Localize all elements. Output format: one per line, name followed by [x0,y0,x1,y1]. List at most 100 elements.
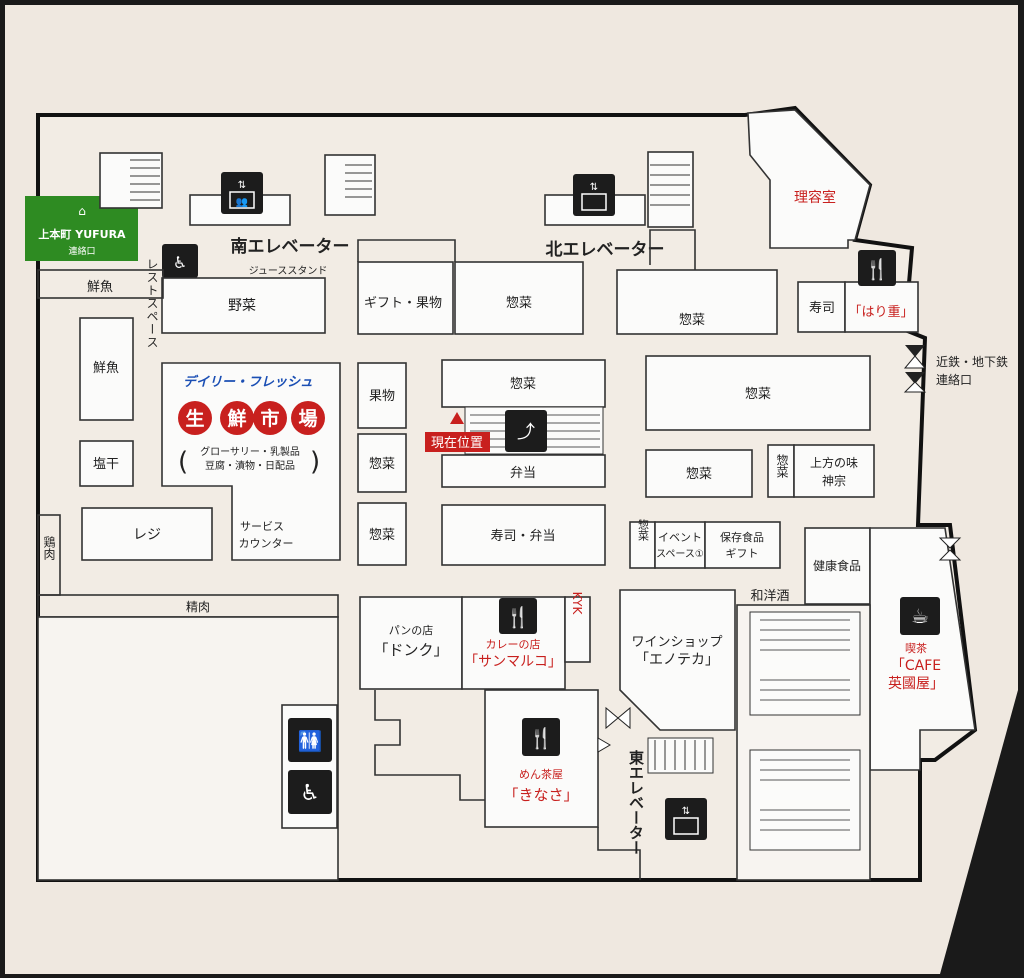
cafe-exit-icon [938,537,962,561]
kamigata-area[interactable] [793,444,875,498]
noodle-restaurant-icon [522,718,560,756]
souzai-ne-area[interactable] [616,269,778,335]
yufura-logo-icon: ⌂ [78,204,86,218]
svg-text:現在位置: 現在位置 [431,436,483,451]
cafe-icon [900,597,940,635]
kintetsu-label-1: 近鉄・地下鉄 [936,354,1008,369]
current-location-marker [450,412,464,424]
north-elevator-icon [573,174,615,216]
svg-text:🍴: 🍴 [865,257,890,281]
souzai-big-area[interactable] [645,355,871,431]
svg-text:理容室: 理容室 [794,189,836,206]
svg-text:⇅: ⇅ [682,806,690,817]
svg-text:惣菜: 惣菜 [369,528,395,543]
south-elevator-icon [221,172,263,214]
svg-text:「きなさ」: 「きなさ」 [503,786,578,804]
svg-text:🍴: 🍴 [506,605,531,629]
bento-area[interactable] [441,454,606,488]
svg-text:カレーの店: カレーの店 [486,637,541,651]
svg-text:寿司・弁当: 寿司・弁当 [490,529,555,544]
barber-area[interactable] [747,109,871,249]
svg-text:惣菜: 惣菜 [686,467,712,482]
svg-text:鮮魚: 鮮魚 [93,361,119,376]
svg-text:ギフト: ギフト [726,547,759,560]
svg-text:⤴: ⤴ [517,422,535,443]
svg-text:弁当: 弁当 [510,466,536,481]
kenko-area[interactable] [804,527,871,605]
register-area[interactable] [81,507,213,561]
svg-text:惣菜: 惣菜 [679,313,705,328]
svg-text:豆腐・漬物・日配品: 豆腐・漬物・日配品 [205,459,295,472]
svg-text:ワインショップ: ワインショップ [631,635,722,650]
kudamono-area[interactable] [357,362,407,429]
seiniku-label: 精肉 [186,600,210,614]
wine-enoteca[interactable] [619,589,736,731]
kyk-area[interactable] [564,596,591,663]
accessible-toilet-icon [288,770,332,814]
svg-text:⇅: ⇅ [238,180,246,191]
sengyo-top: 鮮魚 [87,280,113,295]
svg-text:🍴: 🍴 [529,726,554,750]
souzai-c3-area[interactable] [357,502,407,566]
svg-text:惣菜: 惣菜 [369,457,395,472]
svg-text:「はり重」: 「はり重」 [848,304,913,320]
east-elevator-label: 東エレベーター [627,749,645,855]
gift-fruit-area[interactable] [357,261,454,335]
hozon-gift-area[interactable] [704,521,781,569]
rest-space-icon [162,244,198,278]
restroom-icon [288,718,332,762]
svg-text:市: 市 [260,407,279,430]
svg-text:惣菜: 惣菜 [637,518,650,542]
svg-text:グローサリー・乳製品: グローサリー・乳製品 [200,445,300,458]
svg-text:健康食品: 健康食品 [813,558,861,573]
svg-text:🚻: 🚻 [298,729,323,753]
svg-text:♿: ♿ [173,253,187,272]
svg-text:☕: ☕ [911,604,929,628]
south-elevator-label: 南エレベーター [231,236,350,257]
wayoushu-label: 和洋酒 [750,589,789,604]
svg-text:スペース①: スペース① [656,549,704,560]
yasai-area[interactable] [161,277,326,334]
svg-text:場: 場 [298,408,317,430]
svg-text:生: 生 [185,407,204,430]
svg-text:パンの店: パンの店 [389,623,434,637]
restaurant-icon [858,250,896,286]
svg-text:「サンマルコ」: 「サンマルコ」 [464,654,562,670]
svg-text:惣菜: 惣菜 [745,387,771,402]
souzai-mid-area[interactable] [645,449,753,498]
svg-text:「CAFE: 「CAFE [891,658,941,674]
sushi-bento-area[interactable] [441,504,606,566]
svg-text:KYK: KYK [570,592,584,616]
souzai-v2-area[interactable] [629,521,656,569]
svg-text:塩干: 塩干 [93,457,119,472]
shioboshi-area[interactable] [79,440,134,487]
sengyo-area[interactable] [79,317,134,421]
svg-text:鮮: 鮮 [227,407,246,430]
north-elevator-label: 北エレベーター [546,240,665,260]
svg-text:保存食品: 保存食品 [720,530,764,544]
svg-text:上方の味: 上方の味 [810,455,858,470]
svg-text:👥: 👥 [236,197,248,208]
kintetsu-exit-icon [903,345,927,393]
event-space-area[interactable] [654,521,706,569]
svg-text:惣菜: 惣菜 [510,377,536,392]
svg-text:惣菜: 惣菜 [775,453,789,478]
east-elevator-icon [665,798,707,840]
svg-text:イベント: イベント [658,531,702,544]
men-chaya-kinasa[interactable] [484,689,599,828]
souzai-top-area[interactable] [454,261,584,335]
svg-text:♿: ♿ [300,781,320,806]
svg-text:カウンター: カウンター [239,537,294,550]
svg-text:惣菜: 惣菜 [506,296,532,311]
svg-text:英國屋」: 英國屋」 [888,675,944,692]
harishige-area[interactable] [844,281,919,333]
current-location-badge [425,432,490,452]
svg-text:(: ( [178,447,188,477]
kintetsu-label-2: 連絡口 [936,372,972,387]
svg-text:「エノテカ」: 「エノテカ」 [635,652,719,668]
juice-stand-label: ジューススタンド [249,265,328,277]
souzai-c1-area[interactable] [357,433,407,493]
svg-text:ギフト・果物: ギフト・果物 [364,296,442,311]
curry-restaurant-icon [499,598,537,634]
yufura-sub: 連絡口 [68,245,95,257]
